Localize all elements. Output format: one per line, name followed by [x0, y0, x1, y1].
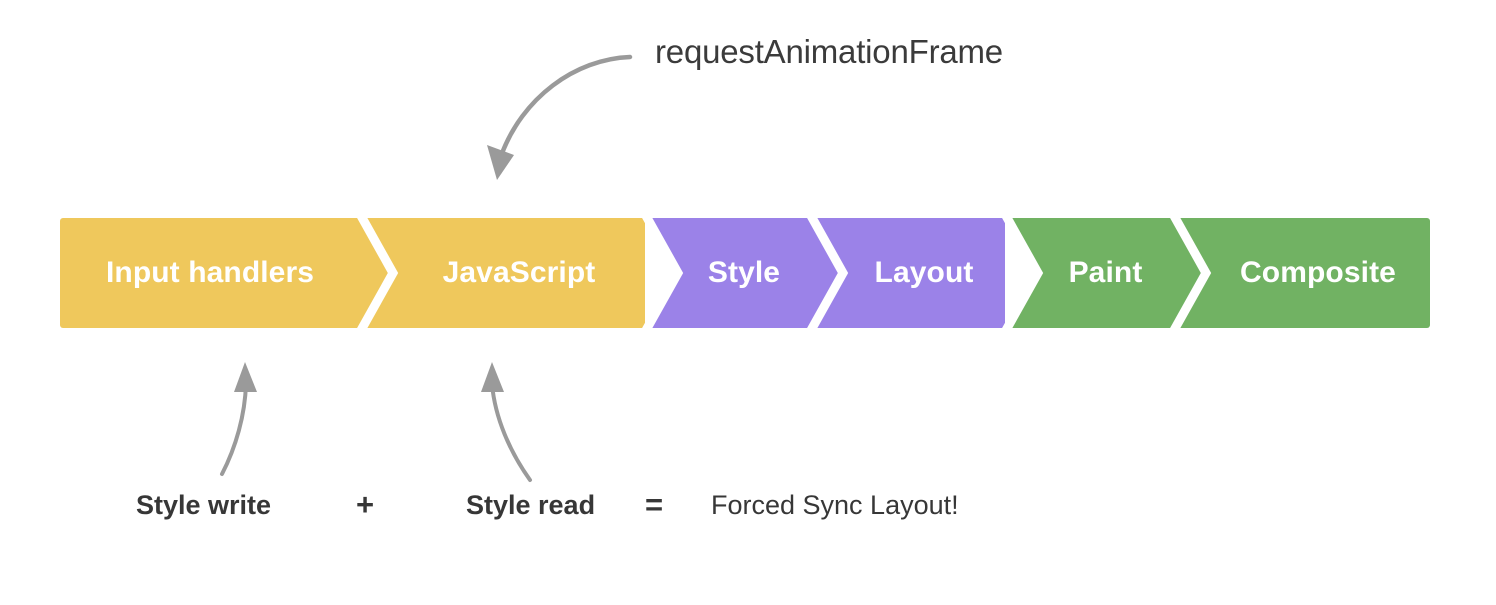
- request-animation-frame-label: requestAnimationFrame: [655, 33, 1003, 70]
- chevron-separator-2: [642, 218, 684, 328]
- chevron-separator-3: [807, 218, 849, 328]
- style-write-arrow-icon: [220, 362, 257, 476]
- request-animation-frame-arrow-icon: [487, 54, 633, 180]
- chevron-separators: [357, 218, 1212, 328]
- stage-fill-javascript[interactable]: [360, 218, 672, 328]
- style-read-arrow-icon: [481, 362, 532, 482]
- chevron-separator-1: [357, 218, 399, 328]
- equation-operator-equals: =: [645, 487, 664, 522]
- rendering-pipeline-bar: Input handlers JavaScript Style Layout P…: [60, 218, 1430, 328]
- equation-operator-plus: +: [356, 487, 375, 522]
- chevron-separator-4: [1002, 218, 1044, 328]
- stage-fill-layout[interactable]: [840, 218, 1030, 328]
- chevron-separator-5: [1170, 218, 1212, 328]
- stage-fill-paint[interactable]: [1005, 218, 1430, 328]
- pipeline-shapes: [60, 218, 1430, 328]
- stage-fill-style-notch[interactable]: [645, 218, 677, 328]
- equation-result-forced-sync-layout: Forced Sync Layout!: [711, 490, 959, 520]
- equation-term-style-write: Style write: [136, 490, 272, 520]
- equation-arrows: [220, 362, 532, 482]
- stage-fill-paint-notch[interactable]: [1005, 218, 1037, 328]
- equation-term-style-read: Style read: [466, 490, 596, 520]
- equation-row: Style write + Style read = Forced Sync L…: [0, 482, 1496, 528]
